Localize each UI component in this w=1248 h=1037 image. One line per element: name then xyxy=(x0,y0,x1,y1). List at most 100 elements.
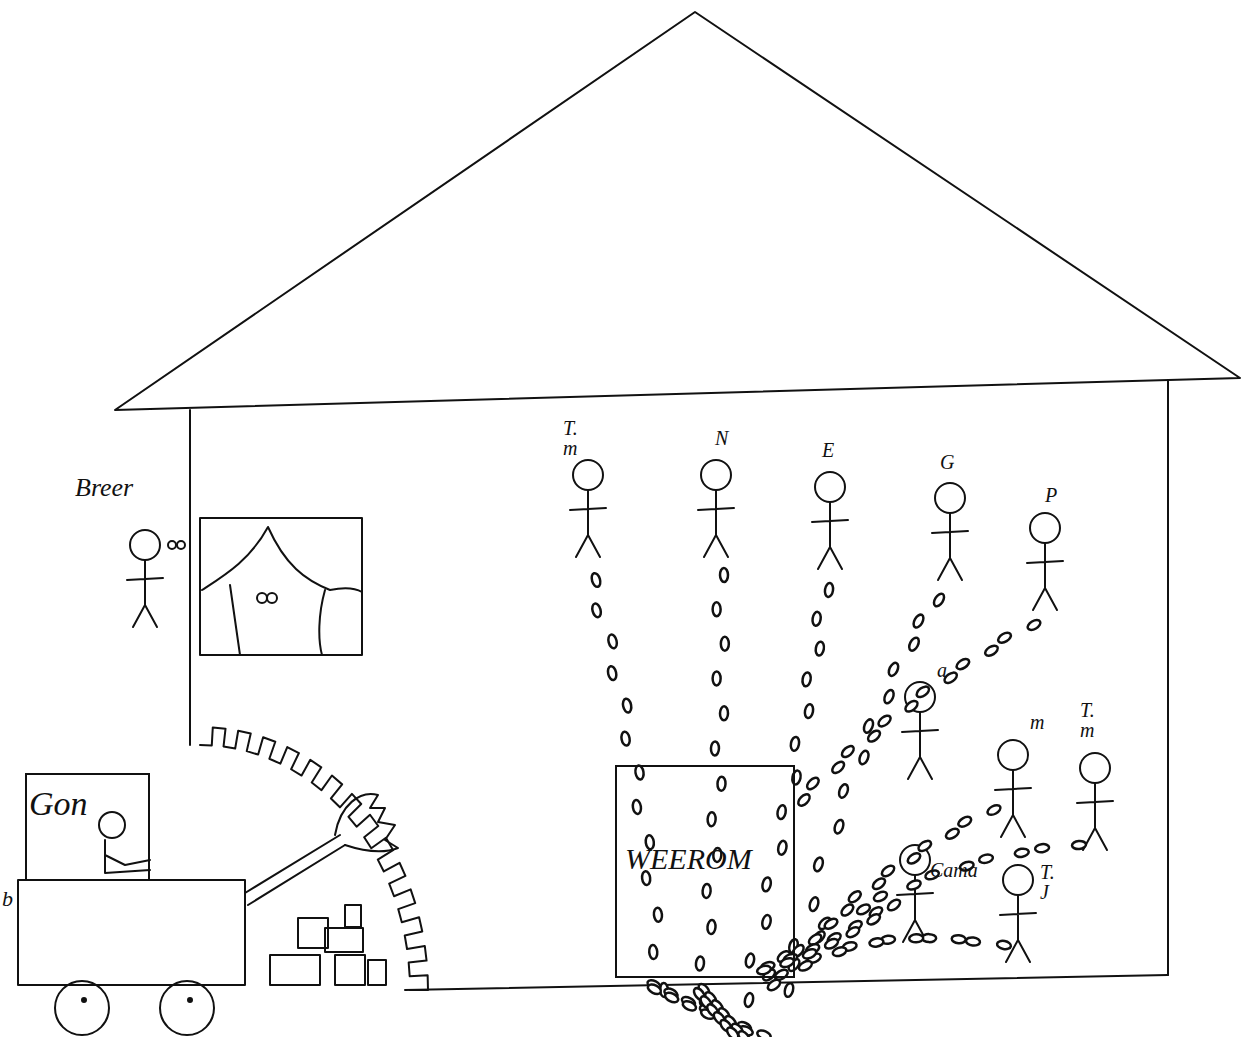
footprint xyxy=(912,613,926,629)
footprint xyxy=(744,992,755,1007)
figure-head xyxy=(1003,865,1033,895)
footprint xyxy=(591,603,602,619)
footprint xyxy=(909,934,923,943)
footprint xyxy=(837,783,849,799)
footprint xyxy=(869,937,884,947)
figure-body xyxy=(995,770,1031,837)
figure-name: E xyxy=(822,440,834,460)
cargo-box xyxy=(298,918,328,948)
footprint xyxy=(957,815,973,829)
footprint xyxy=(996,631,1012,645)
truck-cab: Gon xyxy=(25,773,150,881)
figure-name: Cama xyxy=(930,860,978,880)
footprint xyxy=(649,945,658,960)
claw xyxy=(335,794,398,851)
footprint xyxy=(1072,840,1087,849)
driver-head xyxy=(99,812,125,838)
footprint xyxy=(907,636,921,652)
figure-head xyxy=(701,460,731,490)
driver-figure xyxy=(105,840,150,873)
footprint xyxy=(801,672,811,687)
stick-figure xyxy=(995,740,1031,837)
window-ornament xyxy=(257,593,267,603)
stick-figure xyxy=(1077,753,1113,850)
ornament xyxy=(168,541,176,549)
footprint xyxy=(996,940,1011,950)
figure-body xyxy=(897,875,933,942)
footprint xyxy=(756,964,772,976)
footprint xyxy=(823,937,839,950)
footprint xyxy=(915,684,931,699)
footprint xyxy=(622,698,633,713)
figure-name: G xyxy=(940,452,954,472)
stick-figure xyxy=(897,845,933,942)
footprints xyxy=(590,568,1086,1037)
figure-body xyxy=(902,712,938,779)
curtain-sides xyxy=(230,585,325,655)
brick-arch xyxy=(200,727,428,990)
footprint xyxy=(736,1029,751,1037)
figure-head xyxy=(1030,513,1060,543)
figure-name: a xyxy=(937,660,947,680)
footprint xyxy=(815,641,825,656)
footprint xyxy=(906,879,922,892)
cargo-box xyxy=(270,955,320,985)
figure-body xyxy=(1077,783,1113,850)
footprint xyxy=(720,706,728,720)
footprint xyxy=(858,750,870,766)
footprint xyxy=(866,912,882,926)
footprint xyxy=(983,644,999,658)
footprint xyxy=(805,776,821,791)
truck-body xyxy=(18,880,245,985)
figure-head xyxy=(935,483,965,513)
footprint xyxy=(978,853,993,864)
footprint xyxy=(880,864,896,879)
figure-body xyxy=(127,560,163,627)
footprint xyxy=(833,819,845,835)
footprint xyxy=(711,741,719,755)
figure-body xyxy=(932,513,968,580)
figure-name: T. J xyxy=(1040,862,1058,902)
footprint xyxy=(824,582,834,597)
footprint xyxy=(813,856,825,872)
footprint xyxy=(904,699,920,714)
footprint xyxy=(702,884,711,899)
footprint xyxy=(986,803,1002,817)
figure-head xyxy=(573,460,603,490)
footprint xyxy=(796,792,812,808)
footprint xyxy=(721,637,729,651)
footprint xyxy=(845,925,861,939)
figure-name: N xyxy=(715,428,728,448)
footprint xyxy=(664,991,680,1004)
footprint xyxy=(761,877,772,892)
left-wall xyxy=(189,410,191,745)
footprint xyxy=(804,704,814,719)
footprint xyxy=(847,889,863,904)
window xyxy=(200,518,362,655)
stick-figure xyxy=(902,682,938,779)
wheel-hub xyxy=(82,998,86,1002)
footprint xyxy=(966,937,981,947)
figure-body xyxy=(1000,895,1036,962)
figure-head xyxy=(130,530,160,560)
stick-figure xyxy=(812,472,848,569)
figure-head xyxy=(1080,753,1110,783)
figure-body xyxy=(570,490,606,557)
footprint xyxy=(877,714,893,729)
footprint xyxy=(779,957,795,969)
footprint xyxy=(944,827,960,841)
node-label: Gon xyxy=(29,785,88,823)
footprint xyxy=(808,896,820,912)
footprint xyxy=(797,959,813,972)
footprint xyxy=(590,572,602,588)
footprint xyxy=(707,812,716,826)
footprint xyxy=(653,907,662,922)
footprint xyxy=(783,982,794,998)
footprint xyxy=(871,876,887,891)
footprint xyxy=(720,568,728,582)
ornament xyxy=(177,541,185,549)
figure-name: Breer xyxy=(75,475,133,501)
footprint xyxy=(607,634,618,650)
cargo-box xyxy=(345,905,361,927)
